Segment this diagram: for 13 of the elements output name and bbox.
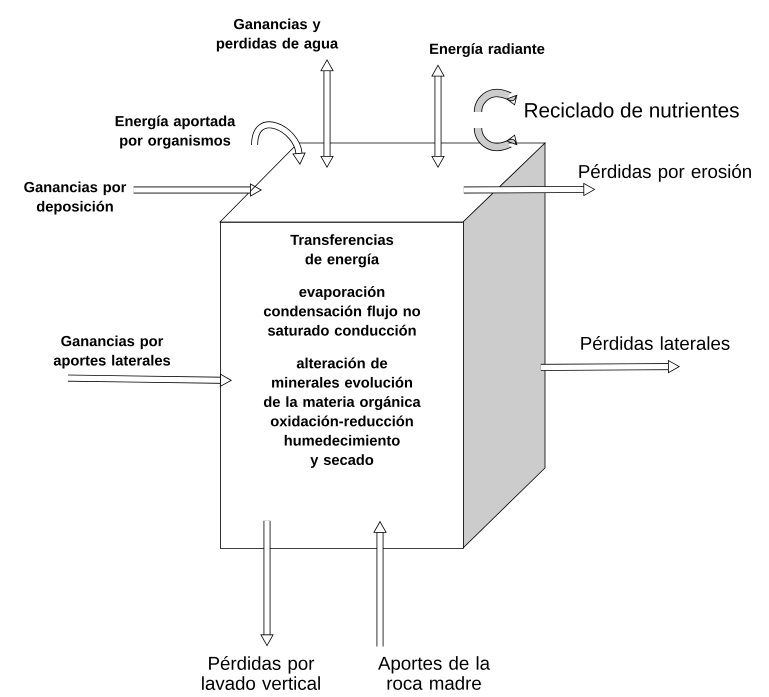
flow-label: Pérdidas laterales <box>581 336 730 350</box>
cycle-label: Reciclado de nutrientes <box>525 102 739 118</box>
flow-label: Pérdidas por erosión <box>579 164 751 182</box>
flow-label: Ganancias por aportes laterales <box>54 336 170 368</box>
flow-label: Aportes de la roca madre <box>378 656 490 690</box>
flow-label: Ganancias por deposición <box>24 182 126 214</box>
hollow-arrow <box>431 64 445 168</box>
hollow-arrow <box>251 121 306 165</box>
hollow-arrow <box>68 373 232 387</box>
flow-label: Energía radiante <box>430 43 544 57</box>
hollow-arrow <box>540 360 680 374</box>
flow-label: Pérdidas por lavado vertical <box>202 656 320 690</box>
flow-label: Ganancias y perdidas de agua <box>216 18 338 52</box>
